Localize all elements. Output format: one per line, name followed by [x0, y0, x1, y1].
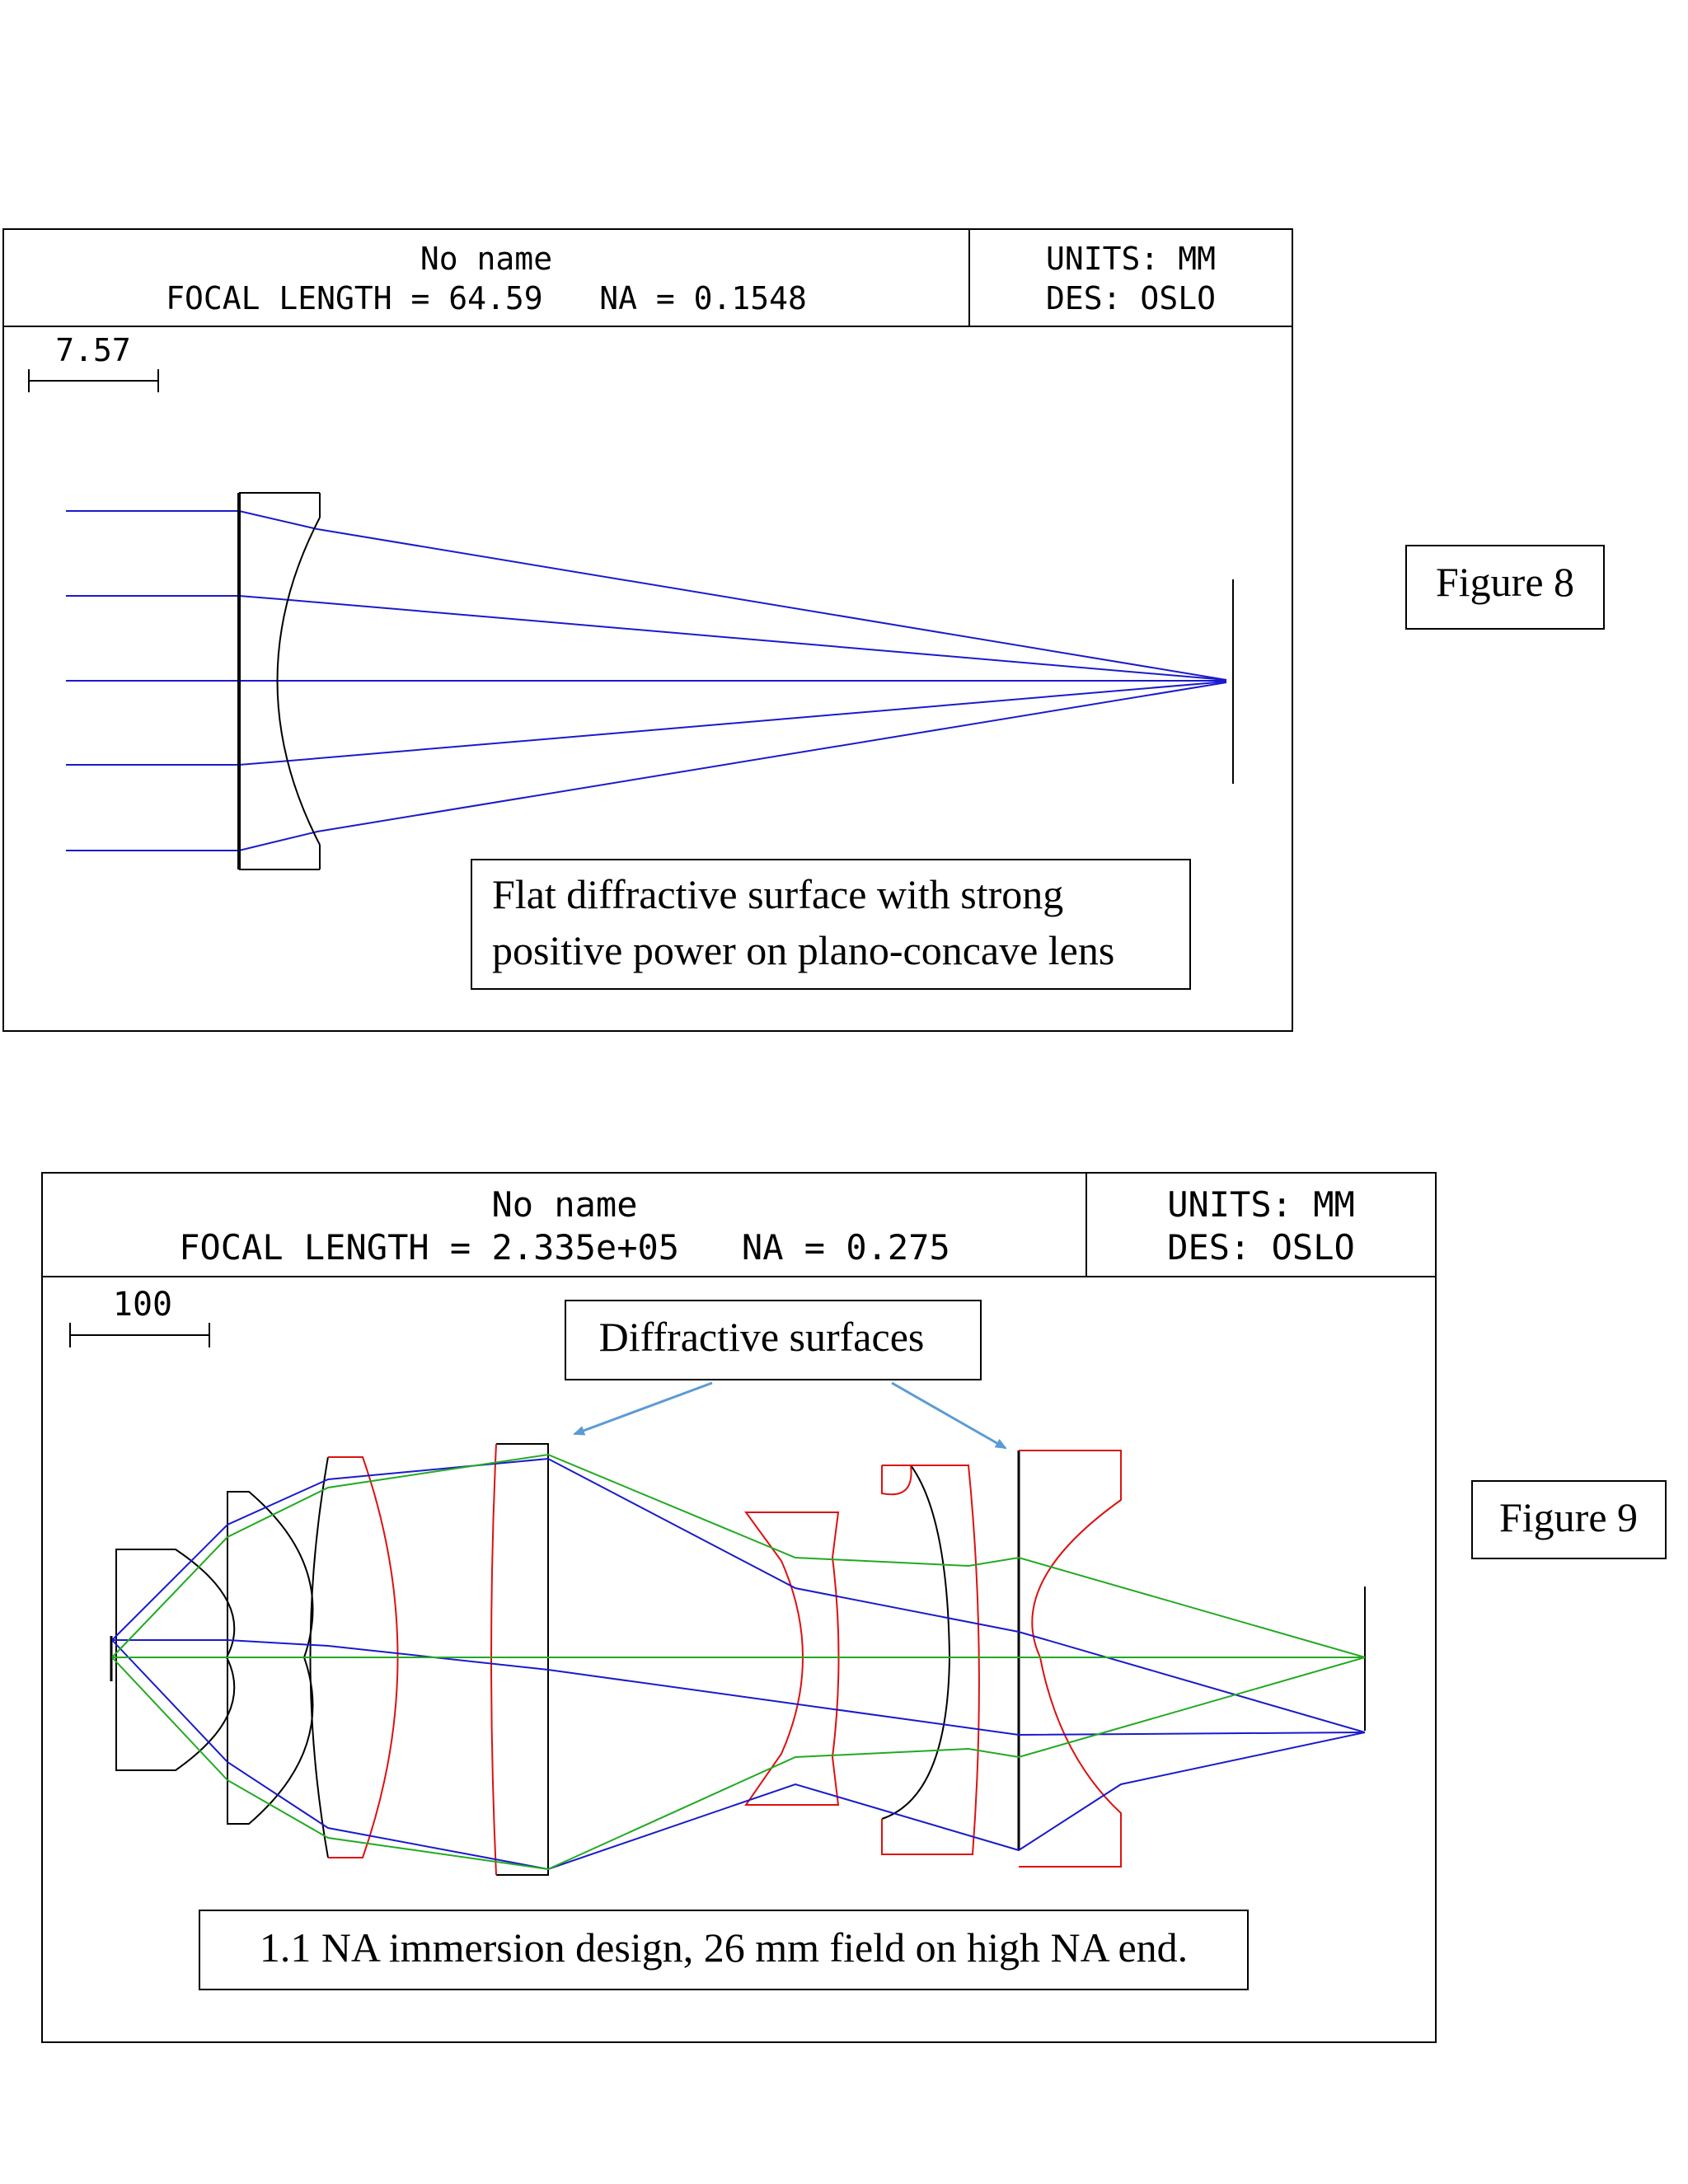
fig8-ray-2	[66, 595, 1227, 681]
fig9-scale-bar	[69, 1323, 210, 1347]
fig9-ray-green-1	[111, 1453, 1366, 1658]
fig9-design: DES: OSLO	[1167, 1227, 1355, 1268]
fig8-scale-label: 7.57	[55, 332, 131, 368]
figure-8: No name FOCAL LENGTH = 64.59 NA = 0.1548…	[2, 228, 1605, 1032]
fig8-rays	[66, 510, 1227, 851]
fig9-callout-arrow-left	[573, 1381, 713, 1436]
fig8-caption-line2: positive power on plano-concave lens	[492, 927, 1114, 973]
fig9-label: Figure 9	[1499, 1494, 1638, 1540]
fig8-caption-line1: Flat diffractive surface with strong	[492, 871, 1063, 917]
fig9-callout: Diffractive surfaces	[599, 1314, 925, 1360]
fig8-ray-5	[66, 682, 1227, 851]
fig8-label: Figure 8	[1436, 559, 1574, 605]
fig8-plano-concave-lens	[237, 492, 321, 870]
fig9-caption-box	[199, 1910, 1249, 1990]
fig9-lens7-top	[881, 1465, 912, 1496]
fig9-ray-green-3	[111, 1657, 1366, 1871]
fig9-biconcave-lens	[1019, 1450, 1122, 1868]
fig9-green-rays	[111, 1453, 1366, 1871]
fig9-frame	[41, 1172, 1437, 2043]
fig9-blue-rays	[111, 1457, 1366, 1871]
fig8-scale-bar	[28, 369, 159, 392]
fig9-ray-blue-3	[111, 1639, 1366, 1871]
fig9-lens7-body	[881, 1465, 980, 1855]
fig9-black-lenses	[110, 1443, 1366, 1876]
fig8-frame	[2, 228, 1293, 1032]
fig9-diffractive-plate	[496, 1443, 549, 1876]
fig9-callout-arrow-right	[891, 1381, 1007, 1450]
fig8-label-box	[1405, 545, 1605, 630]
fig9-title: No name	[491, 1184, 637, 1225]
fig8-units: UNITS: MM	[1046, 241, 1216, 277]
fig8-title: No name	[420, 241, 552, 277]
fig9-focal-length: FOCAL LENGTH = 2.335e+05 NA = 0.275	[179, 1227, 950, 1268]
fig9-units: UNITS: MM	[1167, 1184, 1355, 1225]
fig9-lens7-surface	[881, 1465, 951, 1820]
fig8-ray-1	[66, 510, 1227, 681]
fig9-ray-blue-2	[112, 1639, 1366, 1736]
fig9-front-lens	[115, 1549, 236, 1771]
fig9-caption: 1.1 NA immersion design, 26 mm field on …	[260, 1924, 1188, 1971]
fig9-plate-front	[490, 1443, 497, 1876]
fig9-scale-label: 100	[113, 1286, 172, 1324]
fig8-caption-box	[471, 859, 1191, 990]
figure-9: No name FOCAL LENGTH = 2.335e+05 NA = 0.…	[41, 1172, 1667, 2043]
fig9-ray-blue-1	[111, 1457, 1366, 1733]
fig9-label-box	[1471, 1480, 1667, 1559]
fig8-focal-length: FOCAL LENGTH = 64.59 NA = 0.1548	[166, 280, 807, 316]
fig8-concave-surface	[276, 517, 321, 846]
fig9-callout-box	[565, 1300, 982, 1380]
fig9-negative-lens	[744, 1511, 840, 1806]
fig8-ray-4	[66, 681, 1227, 766]
fig8-design: DES: OSLO	[1046, 280, 1216, 316]
